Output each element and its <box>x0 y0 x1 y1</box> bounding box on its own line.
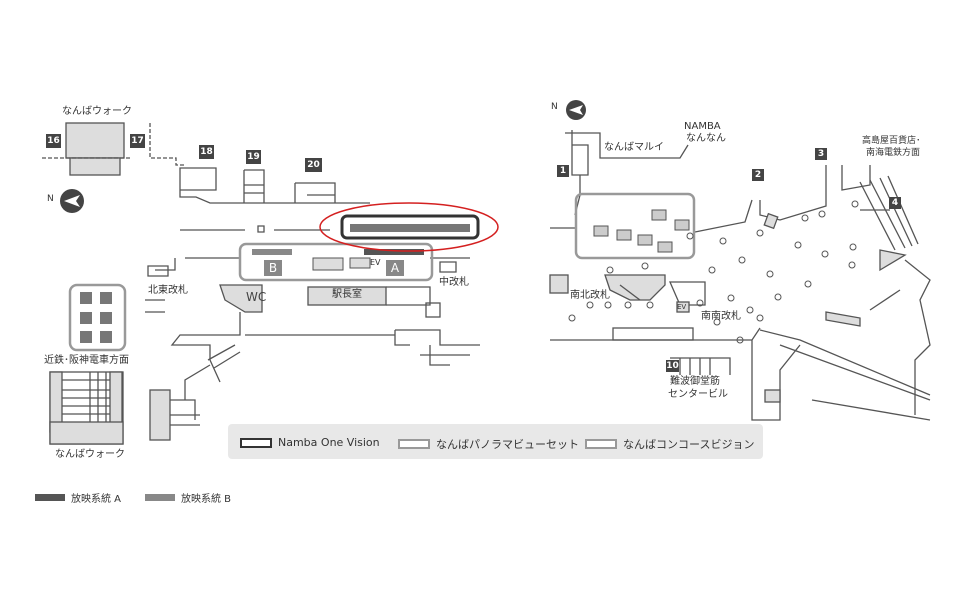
exit-4: 4 <box>889 197 901 209</box>
north-arrow-right <box>566 100 586 120</box>
naka-gate-label: 中改札 <box>439 277 469 288</box>
system-b-swatch <box>145 494 175 501</box>
system-a-swatch <box>35 494 65 501</box>
legend-item-panorama: なんばパノラマビューセット <box>398 436 579 452</box>
north-arrow-left <box>60 189 84 213</box>
north-label: N <box>47 194 54 204</box>
system-a-legend: 放映系統 A <box>35 490 121 505</box>
namba-one-vision-frame <box>340 214 480 240</box>
legend-label: Namba One Vision <box>278 436 380 449</box>
station-master-label: 駅長室 <box>332 289 362 300</box>
takashimaya-label: 高島屋百貨店･ <box>862 136 921 146</box>
legend-swatch <box>240 437 272 448</box>
hokuto-gate-label: 北東改札 <box>148 285 188 296</box>
namba-label: NAMBA <box>684 121 721 132</box>
legend-item-namba-one-vision: Namba One Vision <box>240 436 380 449</box>
legend-label: なんばパノラマビューセット <box>436 438 579 451</box>
namba-walk-label: なんばウォーク <box>55 449 125 460</box>
exit-18: 18 <box>199 145 214 159</box>
system-b-legend: 放映系統 B <box>145 490 231 505</box>
center-building-label: センタービル <box>668 389 728 400</box>
highlight-ellipse <box>319 202 499 252</box>
namba-walk-label: なんばウォーク <box>62 106 132 117</box>
system-b-label: 放映系統 B <box>181 494 232 505</box>
exit-20: 20 <box>305 158 322 172</box>
exit-1: 1 <box>557 165 569 177</box>
concourse-vision-frame <box>574 192 696 260</box>
nannan-gate-label: 南南改札 <box>701 311 741 322</box>
system-a-tag: A <box>386 260 404 276</box>
panorama-view-set-frame <box>238 242 434 282</box>
exit-16: 16 <box>46 134 61 148</box>
legend-label: なんばコンコースビジョン <box>623 438 755 451</box>
ev-label: EV <box>677 303 687 311</box>
north-label: N <box>551 102 558 112</box>
legend-item-concourse: なんばコンコースビジョン <box>585 436 754 452</box>
legend-panel: Namba One Vision なんばパノラマビューセット なんばコンコースビ… <box>228 424 763 459</box>
system-a-screen <box>364 249 424 255</box>
wc-label: WC <box>246 290 267 304</box>
exit-17: 17 <box>130 134 145 148</box>
nanboku-gate-label: 南北改札 <box>570 290 610 301</box>
nankai-label: 南海電鉄方面 <box>866 148 921 158</box>
legend-swatch <box>398 439 430 449</box>
kintetsu-direction-label: 近鉄･阪神電車方面 <box>44 355 129 366</box>
exit-10: 10 <box>666 360 679 372</box>
exit-3: 3 <box>815 148 827 160</box>
legend-swatch <box>585 439 617 449</box>
system-b-tag: B <box>264 260 282 276</box>
exit-19: 19 <box>246 150 261 164</box>
nannan-label: なんなん <box>686 133 726 144</box>
system-a-label: 放映系統 A <box>71 494 122 505</box>
namba-walk-block-top <box>65 122 125 159</box>
midosuji-label: 難波御堂筋 <box>670 376 720 387</box>
marui-label: なんばマルイ <box>604 142 664 153</box>
ev-label: EV <box>370 258 381 267</box>
system-b-screen <box>252 249 292 255</box>
exit-2: 2 <box>752 169 764 181</box>
